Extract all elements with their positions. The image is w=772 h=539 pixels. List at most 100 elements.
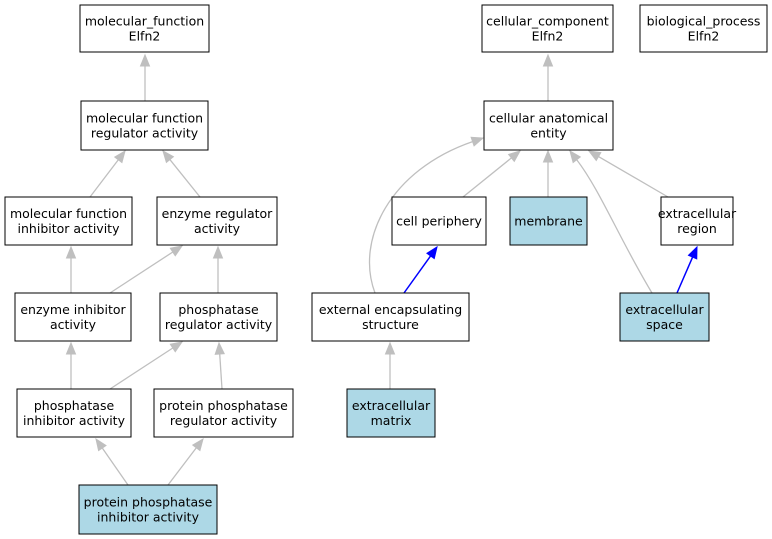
- node-label-line: molecular_function: [85, 14, 204, 29]
- node-label-line: cellular anatomical: [489, 111, 608, 126]
- node-label-line: regulator activity: [91, 126, 199, 141]
- node-label-line: extracellular: [658, 206, 737, 221]
- arrowhead-icon: [212, 245, 224, 259]
- arrowhead-icon: [214, 341, 225, 355]
- node-label-line: entity: [530, 126, 567, 141]
- edge-extracellular_region-to-cell_anat: [587, 150, 669, 198]
- node-box: [156, 196, 278, 246]
- node-label-line: activity: [194, 221, 241, 236]
- node-box: [509, 196, 588, 246]
- node-box: [311, 292, 470, 342]
- edge-line: [109, 347, 174, 390]
- node-label-line: region: [677, 221, 717, 236]
- node-label-line: enzyme regulator: [162, 206, 274, 221]
- node-box: [391, 196, 487, 246]
- edge-extracellular_space-to-extracellular_region: [676, 245, 698, 294]
- node-cell-periphery[interactable]: cell periphery: [391, 196, 487, 246]
- edge-phos_reg-to-enz_reg: [212, 245, 224, 293]
- edge-line: [676, 256, 694, 294]
- node-label-line: phosphatase: [34, 398, 115, 413]
- edges-layer: [65, 53, 698, 486]
- arrowhead-icon: [162, 149, 175, 164]
- node-box: [78, 484, 218, 535]
- node-label-line: cell periphery: [396, 214, 482, 229]
- node-label-line: protein phosphatase: [159, 398, 288, 413]
- edge-line: [169, 159, 201, 198]
- edge-line: [462, 157, 512, 198]
- node-label-line: inhibitor activity: [97, 510, 200, 525]
- node-label-line: inhibitor activity: [23, 413, 126, 428]
- edge-enz_inhib-to-enz_reg: [109, 245, 184, 294]
- edge-line: [167, 447, 197, 486]
- edge-phos_inhib-to-phos_reg: [109, 341, 184, 390]
- edge-line: [598, 155, 669, 198]
- edge-line: [576, 159, 653, 294]
- edge-line: [368, 140, 473, 294]
- arrowhead-icon: [687, 245, 698, 260]
- node-label-line: Elfn2: [688, 29, 720, 44]
- node-label-line: extracellular: [625, 302, 704, 317]
- node-box: [79, 4, 210, 53]
- edge-line: [109, 251, 174, 294]
- edge-cell_periphery-to-cell_anat: [462, 150, 522, 198]
- node-label-line: Elfn2: [129, 29, 161, 44]
- node-membrane[interactable]: membrane: [509, 196, 588, 246]
- node-box: [619, 292, 710, 342]
- arrowhead-icon: [113, 149, 126, 164]
- node-label-line: space: [646, 317, 683, 332]
- node-label-line: extracellular: [352, 398, 431, 413]
- node-label-line: cellular_component: [486, 14, 609, 29]
- node-box: [346, 388, 436, 438]
- arrowhead-icon: [470, 136, 485, 147]
- edge-prot_phos_inhib-to-prot_phos_reg: [167, 437, 204, 486]
- edge-ext_encap-to-cell_periphery: [403, 245, 438, 294]
- arrowhead-icon: [542, 53, 554, 67]
- node-label-line: enzyme inhibitor: [20, 302, 126, 317]
- node-box: [4, 196, 133, 246]
- edge-line: [219, 353, 223, 390]
- nodes-layer: molecular_functionElfn2cellular_componen…: [4, 4, 768, 535]
- edge-prot_phos_inhib-to-phos_inhib: [95, 437, 129, 486]
- node-box: [639, 4, 768, 53]
- node-label-line: biological_process: [647, 14, 761, 29]
- node-box: [159, 292, 278, 342]
- node-box: [483, 100, 614, 151]
- arrowhead-icon: [507, 150, 522, 163]
- arrowhead-icon: [191, 437, 204, 452]
- edge-line: [89, 159, 119, 198]
- edge-enz_reg-to-mf_regulator: [162, 149, 201, 198]
- node-box: [80, 100, 209, 151]
- arrowhead-icon: [569, 149, 582, 164]
- node-label-line: Elfn2: [532, 29, 564, 44]
- arrowhead-icon: [426, 245, 438, 260]
- node-box: [481, 4, 614, 53]
- arrowhead-icon: [169, 245, 184, 257]
- node-box: [660, 196, 734, 246]
- arrowhead-icon: [65, 341, 77, 355]
- arrowhead-icon: [542, 149, 554, 163]
- arrowhead-icon: [169, 341, 184, 353]
- node-label-line: molecular function: [10, 206, 127, 221]
- node-label-line: phosphatase: [178, 302, 259, 317]
- node-label-line: molecular function: [86, 111, 203, 126]
- arrowhead-icon: [587, 150, 602, 162]
- edge-phos_inhib-to-enz_inhib: [65, 341, 77, 389]
- node-label-line: inhibitor activity: [18, 221, 121, 236]
